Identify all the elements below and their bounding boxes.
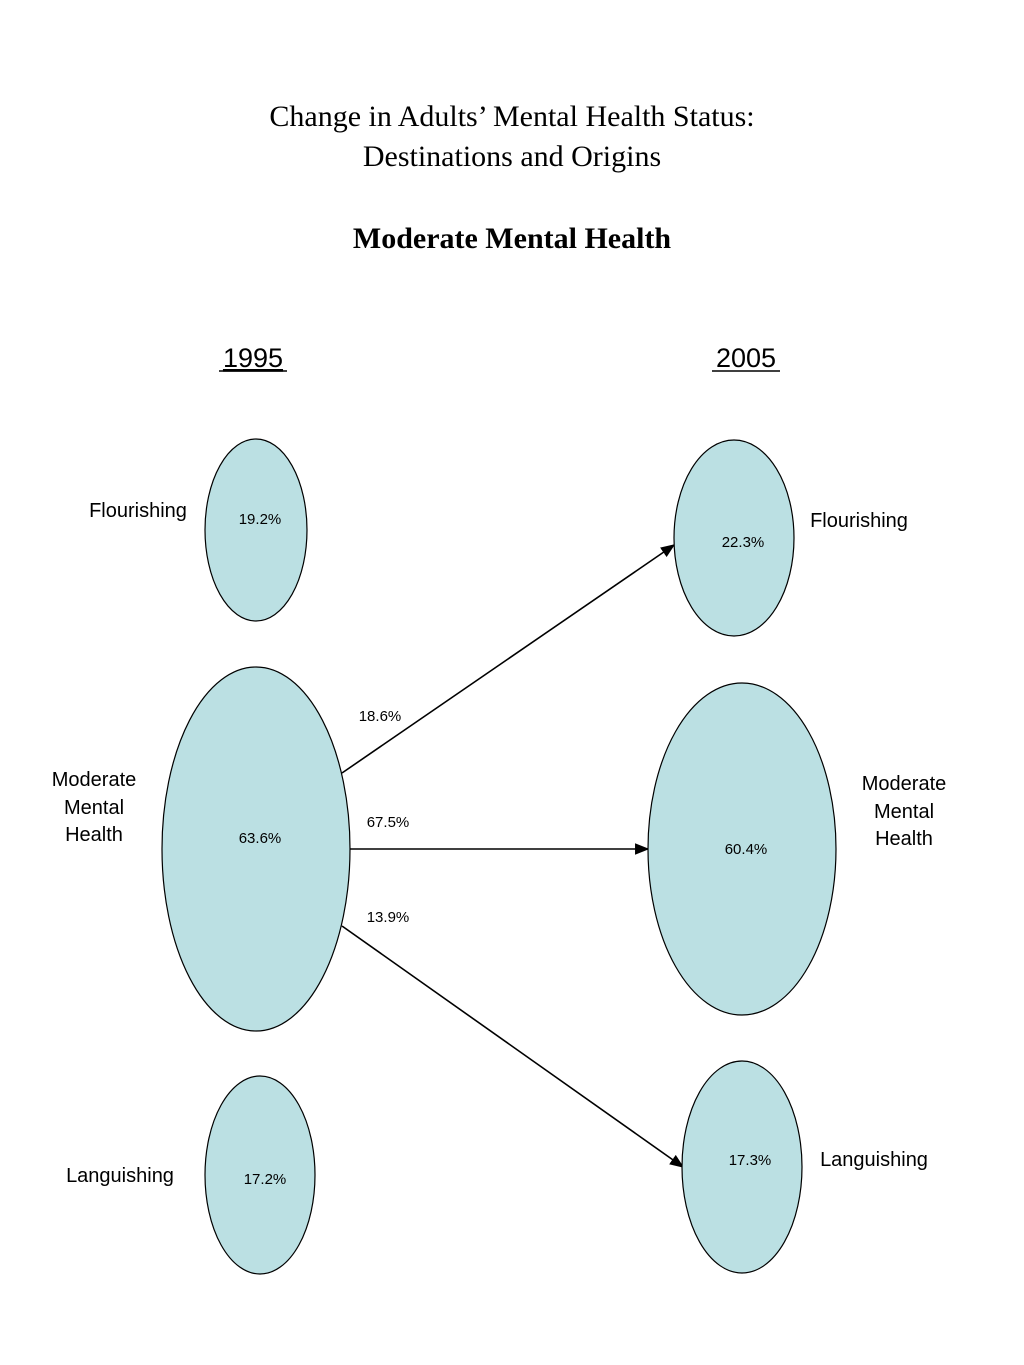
subtitle: Moderate Mental Health	[353, 222, 672, 255]
flow-arrow-to-languishing	[341, 925, 685, 1168]
flow-label-to-flourishing: 18.6%	[359, 708, 402, 725]
label-1995-moderate-line-1: Moderate	[52, 769, 137, 791]
year-1995-header: 1995	[223, 343, 283, 373]
node-1995-flourishing-value: 19.2%	[239, 511, 282, 528]
label-2005-flourishing: Flourishing	[810, 510, 908, 532]
title-line-1: Change in Adults’ Mental Health Status:	[269, 100, 754, 133]
label-2005-moderate-line-3: Health	[875, 828, 933, 850]
label-2005-moderate-line-2: Mental	[874, 801, 934, 823]
node-2005-moderate-value: 60.4%	[725, 841, 768, 858]
node-2005-languishing-value: 17.3%	[729, 1152, 772, 1169]
label-2005-moderate-line-1: Moderate	[862, 773, 947, 795]
label-1995-moderate-line-2: Mental	[64, 797, 124, 819]
flow-label-to-moderate: 67.5%	[367, 814, 410, 831]
node-1995-languishing-value: 17.2%	[244, 1171, 287, 1188]
node-1995-languishing	[204, 1075, 316, 1275]
flow-arrow-to-flourishing	[341, 544, 676, 774]
node-2005-flourishing	[673, 439, 795, 637]
flow-label-to-languishing: 13.9%	[367, 909, 410, 926]
node-1995-moderate	[161, 666, 351, 1032]
node-2005-languishing	[681, 1060, 803, 1274]
node-1995-flourishing	[204, 438, 308, 622]
label-1995-flourishing: Flourishing	[89, 500, 187, 522]
node-2005-flourishing-value: 22.3%	[722, 534, 765, 551]
node-1995-moderate-value: 63.6%	[239, 830, 282, 847]
label-2005-languishing: Languishing	[820, 1149, 928, 1171]
year-2005-header: 2005	[716, 343, 776, 373]
title-line-2: Destinations and Origins	[363, 140, 661, 173]
label-1995-languishing: Languishing	[66, 1165, 174, 1187]
node-2005-moderate	[647, 682, 837, 1016]
label-1995-moderate-line-3: Health	[65, 824, 123, 846]
